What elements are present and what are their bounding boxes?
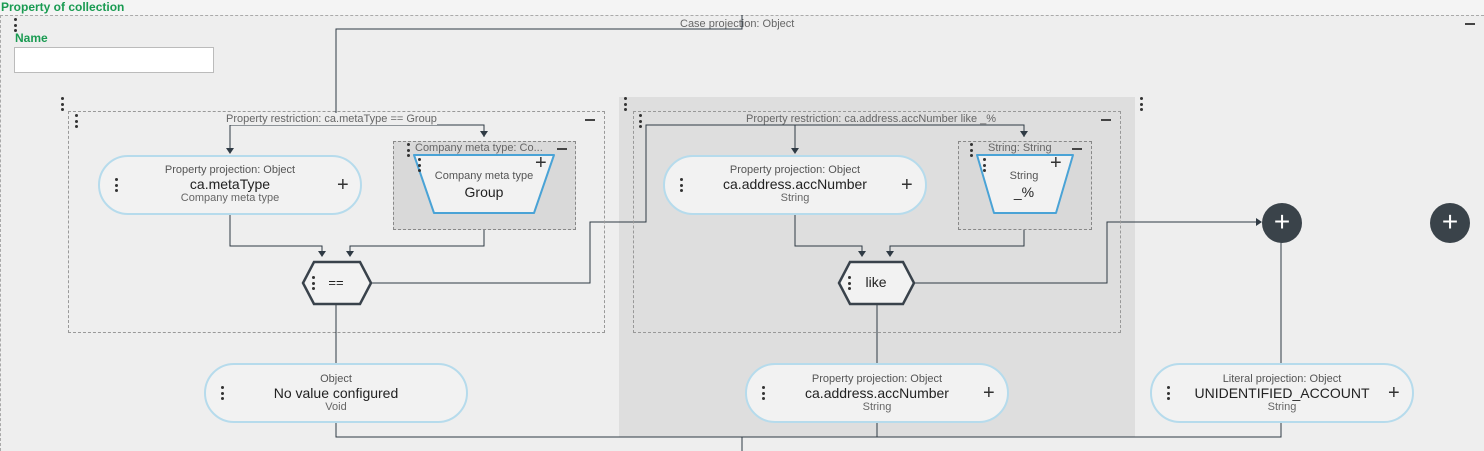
menu-icon[interactable] — [761, 386, 765, 400]
collapse-icon[interactable] — [1465, 23, 1475, 25]
operator-hexagon[interactable] — [837, 260, 917, 306]
collapse-icon[interactable] — [557, 148, 567, 150]
node-name: No value configured — [273, 385, 399, 401]
value-box-label: String: String — [988, 142, 1052, 154]
menu-icon[interactable] — [406, 143, 410, 157]
menu-icon[interactable] — [982, 158, 986, 172]
property-projection-node[interactable]: Property projection: Object ca.metaType … — [98, 155, 362, 215]
value-box-label: Company meta type: Co... — [415, 142, 543, 154]
menu-icon[interactable] — [74, 114, 78, 128]
property-projection-node[interactable]: Property projection: Object ca.address.a… — [663, 155, 927, 215]
literal-projection-node[interactable]: Literal projection: Object UNIDENTIFIED_… — [1150, 363, 1414, 423]
node-subtype: String — [780, 192, 810, 204]
case-projection-label: Case projection: Object — [680, 18, 795, 30]
node-subtype: String — [1267, 401, 1297, 413]
operator-label: == — [328, 275, 344, 290]
menu-icon[interactable] — [417, 158, 421, 172]
node-type: Property projection: Object — [811, 373, 943, 385]
node-type: Object — [320, 373, 352, 385]
value-type: Company meta type — [434, 170, 534, 182]
collapse-icon[interactable] — [1072, 148, 1082, 150]
object-node[interactable]: Object No value configured Void — [204, 363, 468, 423]
name-label: Name — [15, 31, 48, 45]
add-icon[interactable]: + — [1388, 382, 1400, 404]
menu-icon[interactable] — [623, 97, 627, 111]
collapse-icon[interactable] — [1101, 119, 1111, 121]
value-type: String — [1009, 170, 1039, 182]
collapse-icon[interactable] — [585, 119, 595, 121]
node-name: ca.address.accNumber — [723, 176, 867, 192]
add-icon[interactable]: + — [983, 382, 995, 404]
add-node-button[interactable]: + — [1262, 203, 1302, 243]
menu-icon[interactable] — [13, 18, 17, 32]
add-icon[interactable]: + — [535, 152, 547, 174]
property-projection-node[interactable]: Property projection: Object ca.address.a… — [745, 363, 1009, 423]
node-name: ca.address.accNumber — [805, 385, 949, 401]
node-subtype: String — [862, 401, 892, 413]
menu-icon[interactable] — [220, 386, 224, 400]
operator-hexagon[interactable] — [301, 260, 373, 306]
property-restriction-2 — [633, 111, 1121, 333]
node-name: ca.metaType — [189, 176, 271, 192]
menu-icon[interactable] — [1139, 97, 1143, 111]
property-restriction-1 — [68, 111, 605, 333]
value-trapezoid[interactable] — [974, 153, 1076, 217]
add-icon[interactable]: + — [1050, 152, 1062, 174]
add-icon[interactable]: + — [337, 174, 349, 196]
menu-icon[interactable] — [1166, 386, 1170, 400]
menu-icon[interactable] — [60, 97, 64, 111]
menu-icon[interactable] — [969, 143, 973, 157]
menu-icon[interactable] — [114, 178, 118, 192]
page-title: Property of collection — [1, 0, 125, 14]
value-text: _% — [1013, 184, 1035, 200]
add-icon[interactable]: + — [901, 174, 913, 196]
node-name: UNIDENTIFIED_ACCOUNT — [1194, 385, 1370, 401]
node-subtype: Void — [325, 401, 347, 413]
restriction-1-label: Property restriction: ca.metaType == Gro… — [226, 113, 437, 125]
value-text: Group — [464, 184, 504, 200]
node-subtype: Company meta type — [180, 192, 280, 204]
node-type: Literal projection: Object — [1222, 373, 1342, 385]
menu-icon[interactable] — [311, 276, 315, 290]
restriction-2-label: Property restriction: ca.address.accNumb… — [746, 113, 997, 125]
operator-label: like — [865, 274, 887, 290]
node-type: Property projection: Object — [729, 164, 861, 176]
menu-icon[interactable] — [679, 178, 683, 192]
name-input[interactable] — [14, 47, 214, 73]
menu-icon[interactable] — [638, 114, 642, 128]
add-node-button[interactable]: + — [1430, 203, 1470, 243]
menu-icon[interactable] — [847, 276, 851, 290]
node-type: Property projection: Object — [164, 164, 296, 176]
value-trapezoid[interactable] — [410, 153, 560, 217]
